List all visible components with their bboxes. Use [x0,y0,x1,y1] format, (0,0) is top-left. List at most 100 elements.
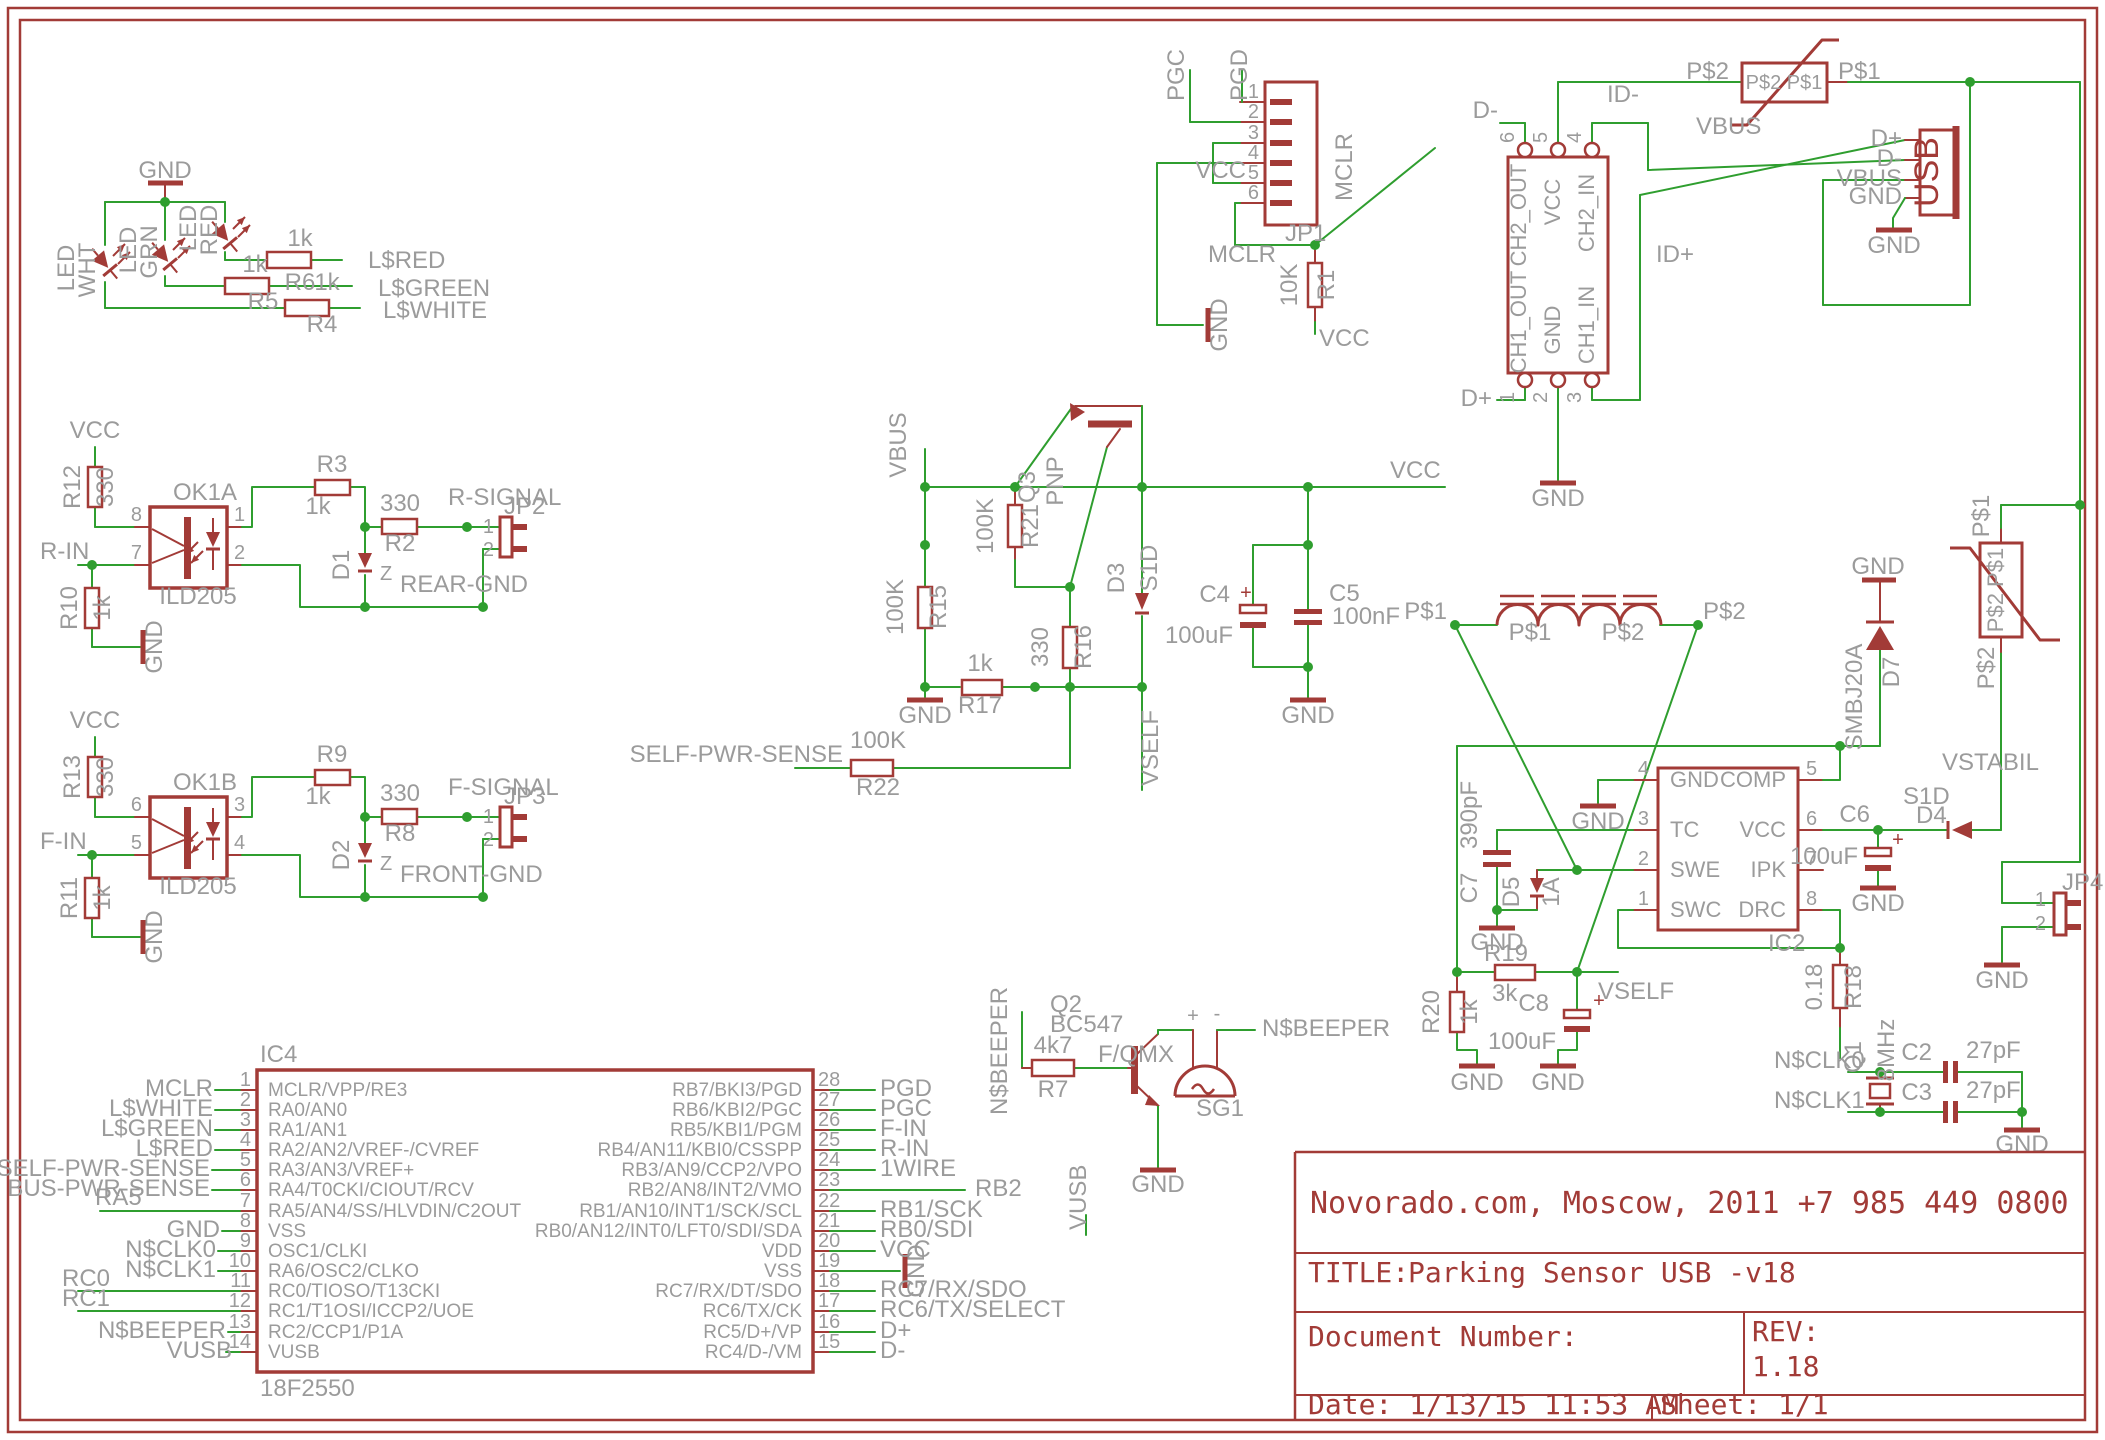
wire [1892,197,1906,229]
sch-label: 5 [240,1149,251,1171]
sch-label: 10K [1276,264,1303,307]
sch-label: 8 [1806,888,1817,910]
sch-label: C6 [1839,801,1870,828]
sch-label: 2 [1248,101,1259,123]
ic-body [1656,766,1800,932]
wire [1639,139,1906,196]
sch-label: SWC [1670,897,1721,922]
sch-label: GND [1531,485,1584,512]
sch-label: RB0/AN12/INT0/LFT0/SDI/SDA [535,1221,802,1242]
sch-label: D- [1877,145,1902,172]
sch-label: 330 [380,780,420,807]
sch-label: RA2/AN2/VREF-/CVREF [268,1140,479,1161]
sch-label: D7 [1878,657,1905,688]
sch-label: L$WHITE [383,297,487,324]
sch-label: RC0 [62,1265,110,1292]
resistor-body [849,758,895,778]
cap-plate [1294,620,1322,625]
sch-label: 7 [131,542,142,564]
rev-value: 1.18 [1752,1350,1819,1383]
resistor-body [380,517,419,536]
connector-body [2052,891,2068,937]
sch-label: 6 [1248,182,1259,204]
sch-label: + [1187,1005,1199,1027]
wire [1557,1031,1578,1065]
sch-label: RC1 [62,1285,110,1312]
sch-label: VCC [1740,817,1787,842]
sch-label: 18 [818,1270,840,1292]
sch-label: D+ [1461,385,1492,412]
wire [349,486,366,528]
sch-label: VBUS [885,412,912,477]
sch-label: 1 [1497,392,1519,403]
sch-label: CH1_IN [1574,286,1599,364]
resistor-body [916,585,934,630]
pin-circle [1549,371,1567,389]
cap-plate [1865,865,1891,871]
pin-circle [1583,141,1601,159]
sch-label: P$2 [1602,619,1645,646]
sch-label: N$CLK1 [1774,1087,1865,1114]
sch-label: 27 [818,1089,840,1111]
sch-label: VCC [70,707,121,734]
wire [1617,909,1841,949]
junction-dot [1835,943,1845,953]
sch-label: F-SIGNAL [448,774,559,801]
led-lead [109,269,118,280]
junction-dot [87,850,97,860]
sch-label: R15 [925,585,952,629]
sch-label: 2 [2035,913,2046,935]
document-number-label: Document Number: [1308,1320,1578,1353]
resistor-body [223,276,271,296]
arrow-head [121,252,130,261]
sch-label: USB [1908,137,1946,207]
junction-dot [1572,967,1582,977]
sch-label: 8MHz [1873,1019,1900,1082]
cap-plate [1863,846,1893,858]
sch-label: COMP [1720,767,1786,792]
sch-label: 330 [1027,627,1054,667]
sch-label: VSS [764,1261,802,1282]
wire [1069,446,1108,588]
sch-label: PGD [1226,49,1253,101]
resistor-body [86,755,104,799]
sch-label: RB6/KBI2/PGC [672,1100,802,1121]
ic-body [255,1068,815,1374]
sch-label: 21 [818,1210,840,1232]
sch-label: GND [1531,1069,1584,1096]
sch-label: VCC [70,417,121,444]
sch-label: R13 [59,755,86,799]
sch-label: N$CLK0 [1774,1047,1865,1074]
sch-label: P$1 [1968,495,1995,538]
buzzer-dome [1173,1064,1237,1097]
sch-label: VCC [1195,157,1246,184]
sch-label: C2 [1901,1039,1932,1066]
wire [241,486,316,528]
resistor-body [1493,963,1537,982]
junction-layer [87,77,2085,1117]
sch-label: LED [175,205,202,252]
sch-label: 7 [1806,848,1817,870]
junction-dot [1065,682,1075,692]
sch-label: S1D [1903,783,1950,810]
sch-label: 1k [242,251,268,278]
sch-label: GND [1470,929,1523,956]
sch-label: R8 [385,820,416,847]
arrow-head [186,545,195,554]
sch-label: OK1A [173,479,237,506]
sheet-title: Parking Sensor USB -v18 [1408,1256,1796,1289]
resistor-body [1831,963,1849,1010]
sch-label: GND [1670,767,1719,792]
junction-dot [920,482,930,492]
sch-label: GND [1131,1171,1184,1198]
sch-label: RC4/D-/VM [705,1342,802,1363]
sch-label: GND [1867,232,1920,259]
sch-label: C5 [1329,580,1360,607]
wire [349,776,366,818]
sch-label: 12 [229,1290,251,1312]
sch-label: 6 [1806,808,1817,830]
wire [1647,159,1906,171]
wire [241,564,366,608]
sch-label: 6 [131,794,142,816]
sch-label: 4 [240,1129,251,1151]
